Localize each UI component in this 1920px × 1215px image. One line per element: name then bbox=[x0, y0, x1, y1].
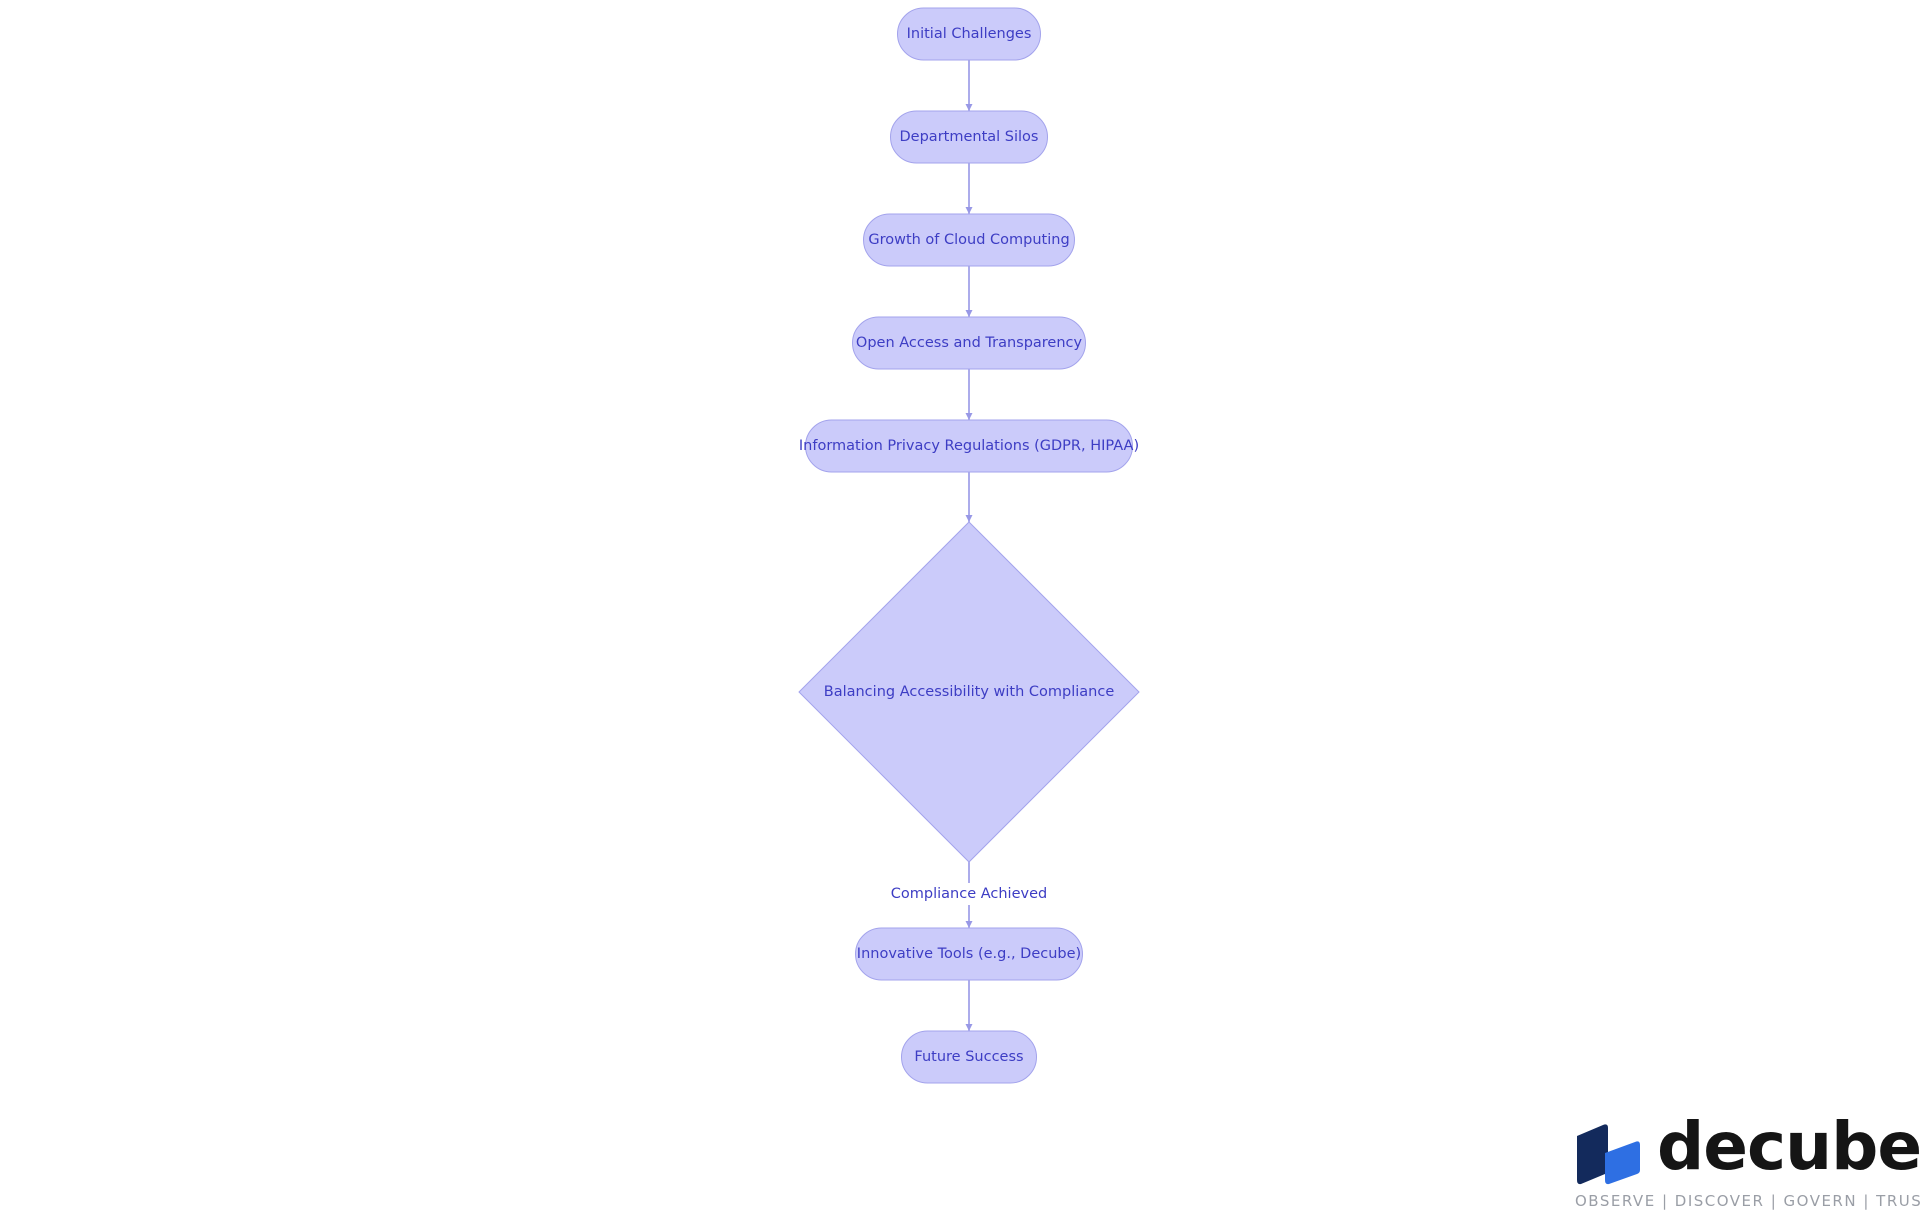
node-balancing-accessibility-with-compliance: Balancing Accessibility with Compliance bbox=[798, 521, 1140, 863]
node-shape bbox=[805, 419, 1133, 473]
decube-cube-icon bbox=[1577, 1124, 1640, 1185]
node-departmental-silos: Departmental Silos bbox=[890, 110, 1048, 164]
node-shape bbox=[852, 316, 1086, 370]
node-future-success: Future Success bbox=[901, 1030, 1037, 1084]
brand-logo: decube OBSERVE | DISCOVER | GOVERN | TRU… bbox=[1575, 1108, 1920, 1212]
brand-tagline: OBSERVE | DISCOVER | GOVERN | TRUST bbox=[1575, 1192, 1920, 1210]
node-label: Information Privacy Regulations (GDPR, H… bbox=[799, 438, 1139, 454]
node-shape bbox=[890, 110, 1048, 164]
edge-labels: Compliance Achieved bbox=[887, 883, 1051, 905]
node-innovative-tools-e-g-decube: Innovative Tools (e.g., Decube) bbox=[855, 927, 1083, 981]
node-label: Initial Challenges bbox=[907, 26, 1032, 42]
node-shape bbox=[863, 213, 1075, 267]
node-label: Departmental Silos bbox=[900, 129, 1039, 145]
node-shape bbox=[897, 7, 1041, 61]
node-label: Innovative Tools (e.g., Decube) bbox=[857, 946, 1081, 962]
node-open-access-and-transparency: Open Access and Transparency bbox=[852, 316, 1086, 370]
decision-diamond bbox=[798, 521, 1140, 863]
brand-wordmark: decube bbox=[1657, 1108, 1920, 1185]
node-label: Growth of Cloud Computing bbox=[868, 232, 1069, 248]
node-label: Open Access and Transparency bbox=[856, 335, 1083, 351]
node-label: Future Success bbox=[914, 1049, 1023, 1065]
node-shape bbox=[901, 1030, 1037, 1084]
node-shape bbox=[855, 927, 1083, 981]
edge-label-background bbox=[887, 883, 1051, 905]
node-growth-of-cloud-computing: Growth of Cloud Computing bbox=[863, 213, 1075, 267]
node-label: Balancing Accessibility with Compliance bbox=[824, 684, 1115, 700]
node-information-privacy-regulations-gdpr-hipaa: Information Privacy Regulations (GDPR, H… bbox=[799, 419, 1139, 473]
node-initial-challenges: Initial Challenges bbox=[897, 7, 1041, 61]
edge-label-compliance-achieved: Compliance Achieved bbox=[891, 886, 1047, 902]
